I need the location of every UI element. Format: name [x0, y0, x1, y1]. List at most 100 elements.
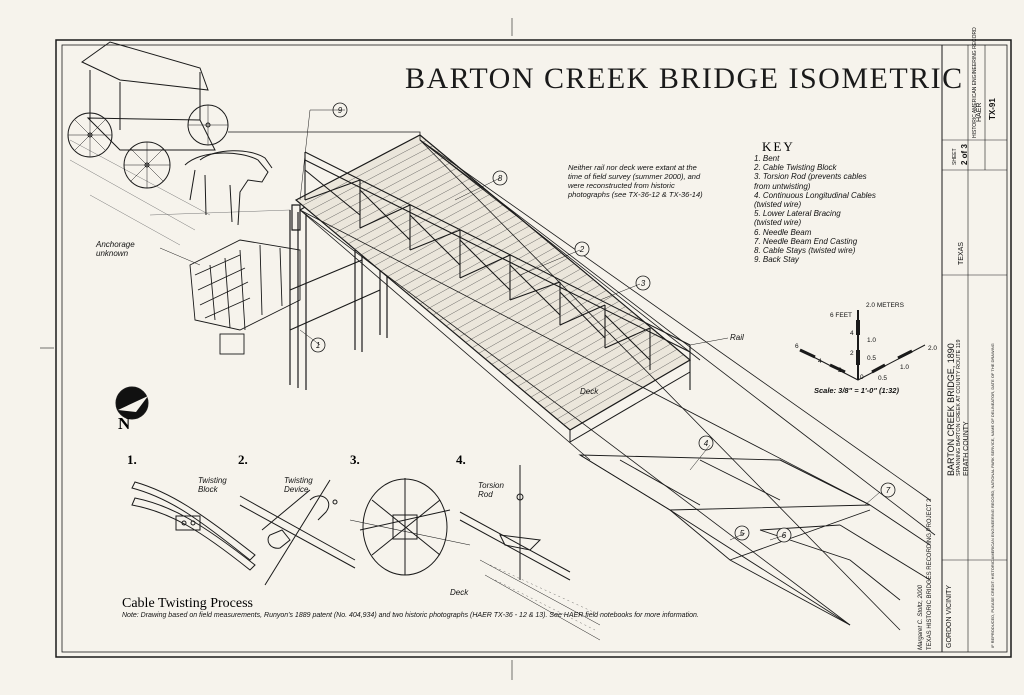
title-block-line1: BARTON CREEK BRIDGE, 1890: [946, 343, 956, 476]
title-block-haer: HAER: [976, 102, 983, 122]
deck-plank: [322, 156, 446, 223]
callout-number: 1: [316, 341, 320, 350]
scale-meters-label: 2.0 METERS: [866, 302, 904, 309]
deck-plank: [361, 188, 485, 255]
deck-plank: [419, 236, 543, 305]
scale-tick: 0.5: [867, 355, 877, 362]
scale-tick: 2: [838, 367, 842, 374]
scale-tick: 1.0: [867, 337, 877, 344]
anchorage-label: Anchorage unknown: [96, 240, 135, 258]
deck-plank: [478, 284, 601, 354]
key-item: 3. Torsion Rod (prevents cables: [754, 172, 867, 182]
key-item: 9. Back Stay: [754, 255, 799, 265]
title-block-sheet-label: SHEET: [952, 148, 958, 165]
rail-label: Rail: [730, 333, 744, 342]
step-3: 3.: [350, 452, 360, 467]
key-item: from untwisting): [754, 181, 811, 191]
deck-plank: [302, 140, 427, 206]
deck-plank: [445, 258, 568, 327]
detail-4-torsion-rod: [459, 465, 601, 641]
detail-2-twisting-device: [239, 479, 356, 586]
deck-plank: [367, 193, 491, 261]
step-2: 2.: [238, 452, 248, 467]
deck-plank: [472, 279, 594, 349]
drawing-title: BARTON CREEK BRIDGE ISOMETRIC: [405, 62, 964, 95]
buggy-carriage: [67, 41, 273, 226]
title-block-sheet: 2 of 3: [960, 144, 969, 165]
key-item: 7. Needle Beam End Casting: [754, 236, 858, 246]
deck-plank: [400, 220, 523, 288]
title-block-line3: GORDON VICINITY: [946, 584, 953, 648]
deck-plank: [308, 145, 433, 212]
key-item: 2. Cable Twisting Block: [754, 163, 837, 173]
scale-feet-label: 6 FEET: [830, 312, 853, 319]
callout-number: 7: [886, 486, 891, 495]
cables: [228, 131, 936, 631]
delineator: Margaret C. Stoltz, 2000: [918, 584, 924, 650]
deck-plank: [530, 327, 652, 398]
key-item: (twisted wire): [754, 200, 802, 210]
deck-plank: [543, 338, 665, 409]
key-item: 5. Lower Lateral Bracing: [754, 209, 841, 219]
key-heading: KEY: [762, 139, 795, 154]
deck-plank: [485, 290, 607, 359]
callout-circle: [776, 527, 792, 543]
callout-number: 3: [641, 279, 646, 288]
deck-detail-label: Deck: [450, 588, 469, 597]
deck-plank: [504, 306, 626, 376]
scale-tick: 0.5: [878, 375, 888, 382]
needle-beam-truss: [578, 454, 931, 626]
callout-number: 4: [704, 439, 709, 448]
scale-tick: 0: [860, 374, 864, 381]
project-name: TEXAS HISTORIC BRIDGES RECORDING PROJECT…: [927, 498, 933, 650]
deck-plank: [491, 295, 613, 365]
stone-abutment: [189, 239, 301, 355]
title-block-fine-print: IF REPRODUCED, PLEASE CREDIT: HISTORIC A…: [990, 343, 995, 648]
deck-plank: [465, 274, 588, 343]
scale-tick: 4: [818, 358, 822, 365]
twisting-device-label: Twisting Device: [284, 476, 313, 494]
railing: [304, 151, 691, 390]
key-item: 1. Bent: [754, 154, 780, 163]
twisting-block-label: Twisting Block: [198, 476, 227, 494]
title-block-state: TEXAS: [958, 242, 965, 265]
deck-plank: [432, 247, 556, 316]
scale-tick: 6: [795, 343, 799, 350]
deck-plank: [406, 225, 530, 294]
scale-tick: 1.0: [900, 364, 910, 371]
north-label: N: [118, 414, 131, 433]
deck-plank: [426, 241, 549, 310]
deck-plank: [498, 300, 620, 370]
scale-graphic: [799, 310, 926, 381]
title-block-line2: SPANNING BARTON CREEK AT COUNTY ROUTE 11…: [956, 339, 962, 476]
key-item: 4. Continuous Longitudinal Cables: [754, 190, 876, 200]
deck-plank: [550, 343, 671, 414]
step-4: 4.: [456, 452, 466, 467]
deck-plank: [374, 199, 498, 266]
deck-plank: [315, 150, 440, 217]
deck-plank: [393, 215, 517, 283]
key-item: 6. Needle Beam: [754, 227, 812, 237]
callout-circle: [880, 482, 896, 498]
key-item: (twisted wire): [754, 218, 802, 228]
scale-tick: 4: [850, 330, 854, 337]
step-1: 1.: [127, 452, 137, 467]
leader-lines: [159, 109, 881, 541]
deck-plank: [354, 183, 478, 250]
key-list: 1. Bent 2. Cable Twisting Block 3. Torsi…: [754, 154, 876, 264]
bent-structure: [289, 210, 388, 390]
outer-border: [55, 39, 1012, 658]
callout-circle: [310, 337, 326, 353]
deck-plank: [335, 166, 459, 234]
callout-circle: [574, 241, 590, 257]
scale-tick: 2.0: [928, 345, 938, 352]
detail-3-twist: [349, 478, 471, 576]
deck-plank: [413, 231, 536, 299]
reconstruction-note: Neither rail nor deck were extant at the…: [568, 163, 703, 199]
deck-label: Deck: [580, 387, 599, 396]
deck-plank: [563, 354, 684, 425]
callout-number: 2: [579, 245, 585, 254]
deck-plank: [537, 333, 658, 403]
